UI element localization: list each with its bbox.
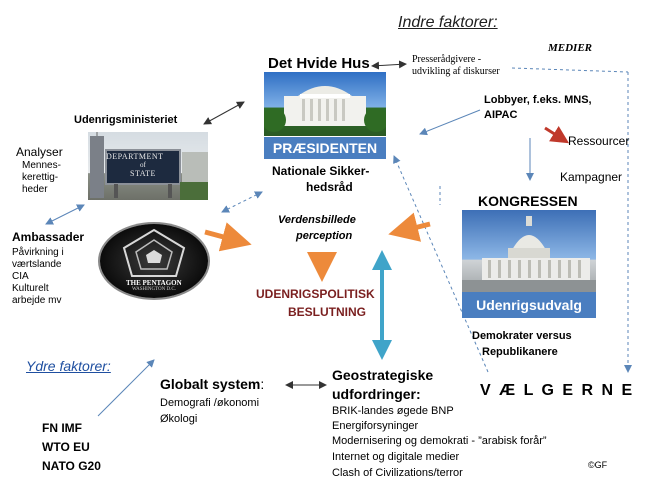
orgs-row3: NATO G20 xyxy=(42,459,101,473)
press-line2: udvikling af diskurser xyxy=(412,66,500,77)
campaigns-label: Kampagner xyxy=(560,170,623,184)
analyses-line1: Analyser xyxy=(16,145,63,159)
arrow-resources xyxy=(544,125,570,144)
global-system-colon: : xyxy=(260,376,265,392)
president-label: PRÆSIDENTEN xyxy=(264,137,386,159)
outer-factors-title: Ydre faktorer: xyxy=(26,358,111,374)
capitol-drawing xyxy=(462,216,596,292)
white-house-image xyxy=(264,72,386,136)
arrow-state-whitehouse xyxy=(203,101,245,125)
lobby-line1: Lobbyer, f.eks. MNS, xyxy=(484,94,592,106)
security-council-line1: Nationale Sikker- xyxy=(272,164,370,178)
analyses-line4: heder xyxy=(22,184,48,195)
arrow-orange-left xyxy=(204,222,252,252)
parties-line2: Republikanere xyxy=(482,346,558,358)
analyses-line2: Mennes- xyxy=(22,160,61,171)
orgs-row1: FN IMF xyxy=(42,421,82,435)
arrow-whitehouse-press xyxy=(371,60,407,70)
global-system-line1: Demografi /økonomi xyxy=(160,397,260,409)
white-house-title: Det Hvide Hus xyxy=(268,55,370,72)
inner-factors-title: Indre faktorer: xyxy=(398,14,498,31)
embassies-title: Ambassader xyxy=(12,230,85,244)
state-sign-line3: STATE xyxy=(130,169,156,178)
press-line1: Presserådgivere - xyxy=(412,54,482,65)
congress-image xyxy=(462,210,596,292)
embassies-line5: arbejde mv xyxy=(12,295,62,306)
state-dept-drawing xyxy=(90,132,208,200)
decision-line2: BESLUTNING xyxy=(288,305,366,319)
foreign-committee-label: Udenrigsudvalg xyxy=(462,292,596,318)
parties-line1: Demokrater versus xyxy=(472,330,572,342)
geo-item-4: Internet og digitale medier xyxy=(332,451,460,463)
geo-title1: Geostrategiske xyxy=(332,367,434,383)
security-council-line2: hedsråd xyxy=(306,180,353,194)
voters-label: V Æ L G E R N E xyxy=(480,382,635,399)
arrow-lobby-whitehouse xyxy=(419,109,481,136)
state-sign-line1: DEPARTMENT xyxy=(106,152,164,161)
pentagon-image xyxy=(100,224,208,298)
worldview-line2: perception xyxy=(296,230,353,242)
global-system-title: Globalt system: xyxy=(160,376,264,392)
state-dept-image xyxy=(88,132,208,200)
arrow-ydre-global xyxy=(97,359,155,417)
geo-item-2: Energiforsyninger xyxy=(332,420,419,432)
embassies-line2: værtslande xyxy=(12,259,62,270)
arrow-press-medier xyxy=(511,67,629,73)
copyright: ©GF xyxy=(588,460,608,470)
pentagon-drawing xyxy=(122,228,186,277)
geo-item-1: BRIK-landes øgede BNP xyxy=(332,405,454,417)
arrow-analyses-embassies xyxy=(45,204,85,225)
orgs-row2: WTO EU xyxy=(42,440,90,454)
geo-item-3: Modernisering og demokrati - ”arabisk fo… xyxy=(332,435,547,447)
arrow-orange-right xyxy=(388,212,431,242)
analyses-line3: kerettig- xyxy=(22,172,59,183)
decision-line1: UDENRIGSPOLITISK xyxy=(256,287,375,301)
worldview-line1: Verdensbillede xyxy=(278,214,356,226)
state-dept-title: Udenrigsministeriet xyxy=(74,114,178,126)
geo-title2: udfordringer: xyxy=(332,386,421,402)
pentagon-line2: WASHINGTON D.C. xyxy=(132,287,176,292)
pentagon-line1: THE PENTAGON xyxy=(126,279,182,287)
lobby-line2: AIPAC xyxy=(484,109,518,121)
state-sign-line2: of xyxy=(140,161,146,169)
congress-title: KONGRESSEN xyxy=(478,193,578,209)
arrow-pentagon-whitehouse xyxy=(221,191,263,213)
geo-item-5: Clash of Civilizations/terror xyxy=(332,467,463,479)
media-label: MEDIER xyxy=(548,42,593,54)
resources-label: Ressourcer xyxy=(568,134,630,148)
global-system-title-text: Globalt system xyxy=(160,376,261,392)
embassies-line4: Kulturelt xyxy=(12,283,49,294)
embassies-line3: CIA xyxy=(12,271,29,282)
global-system-line2: Økologi xyxy=(160,413,198,425)
embassies-line1: Påvirkning i xyxy=(12,247,64,258)
white-house-drawing xyxy=(264,86,386,132)
